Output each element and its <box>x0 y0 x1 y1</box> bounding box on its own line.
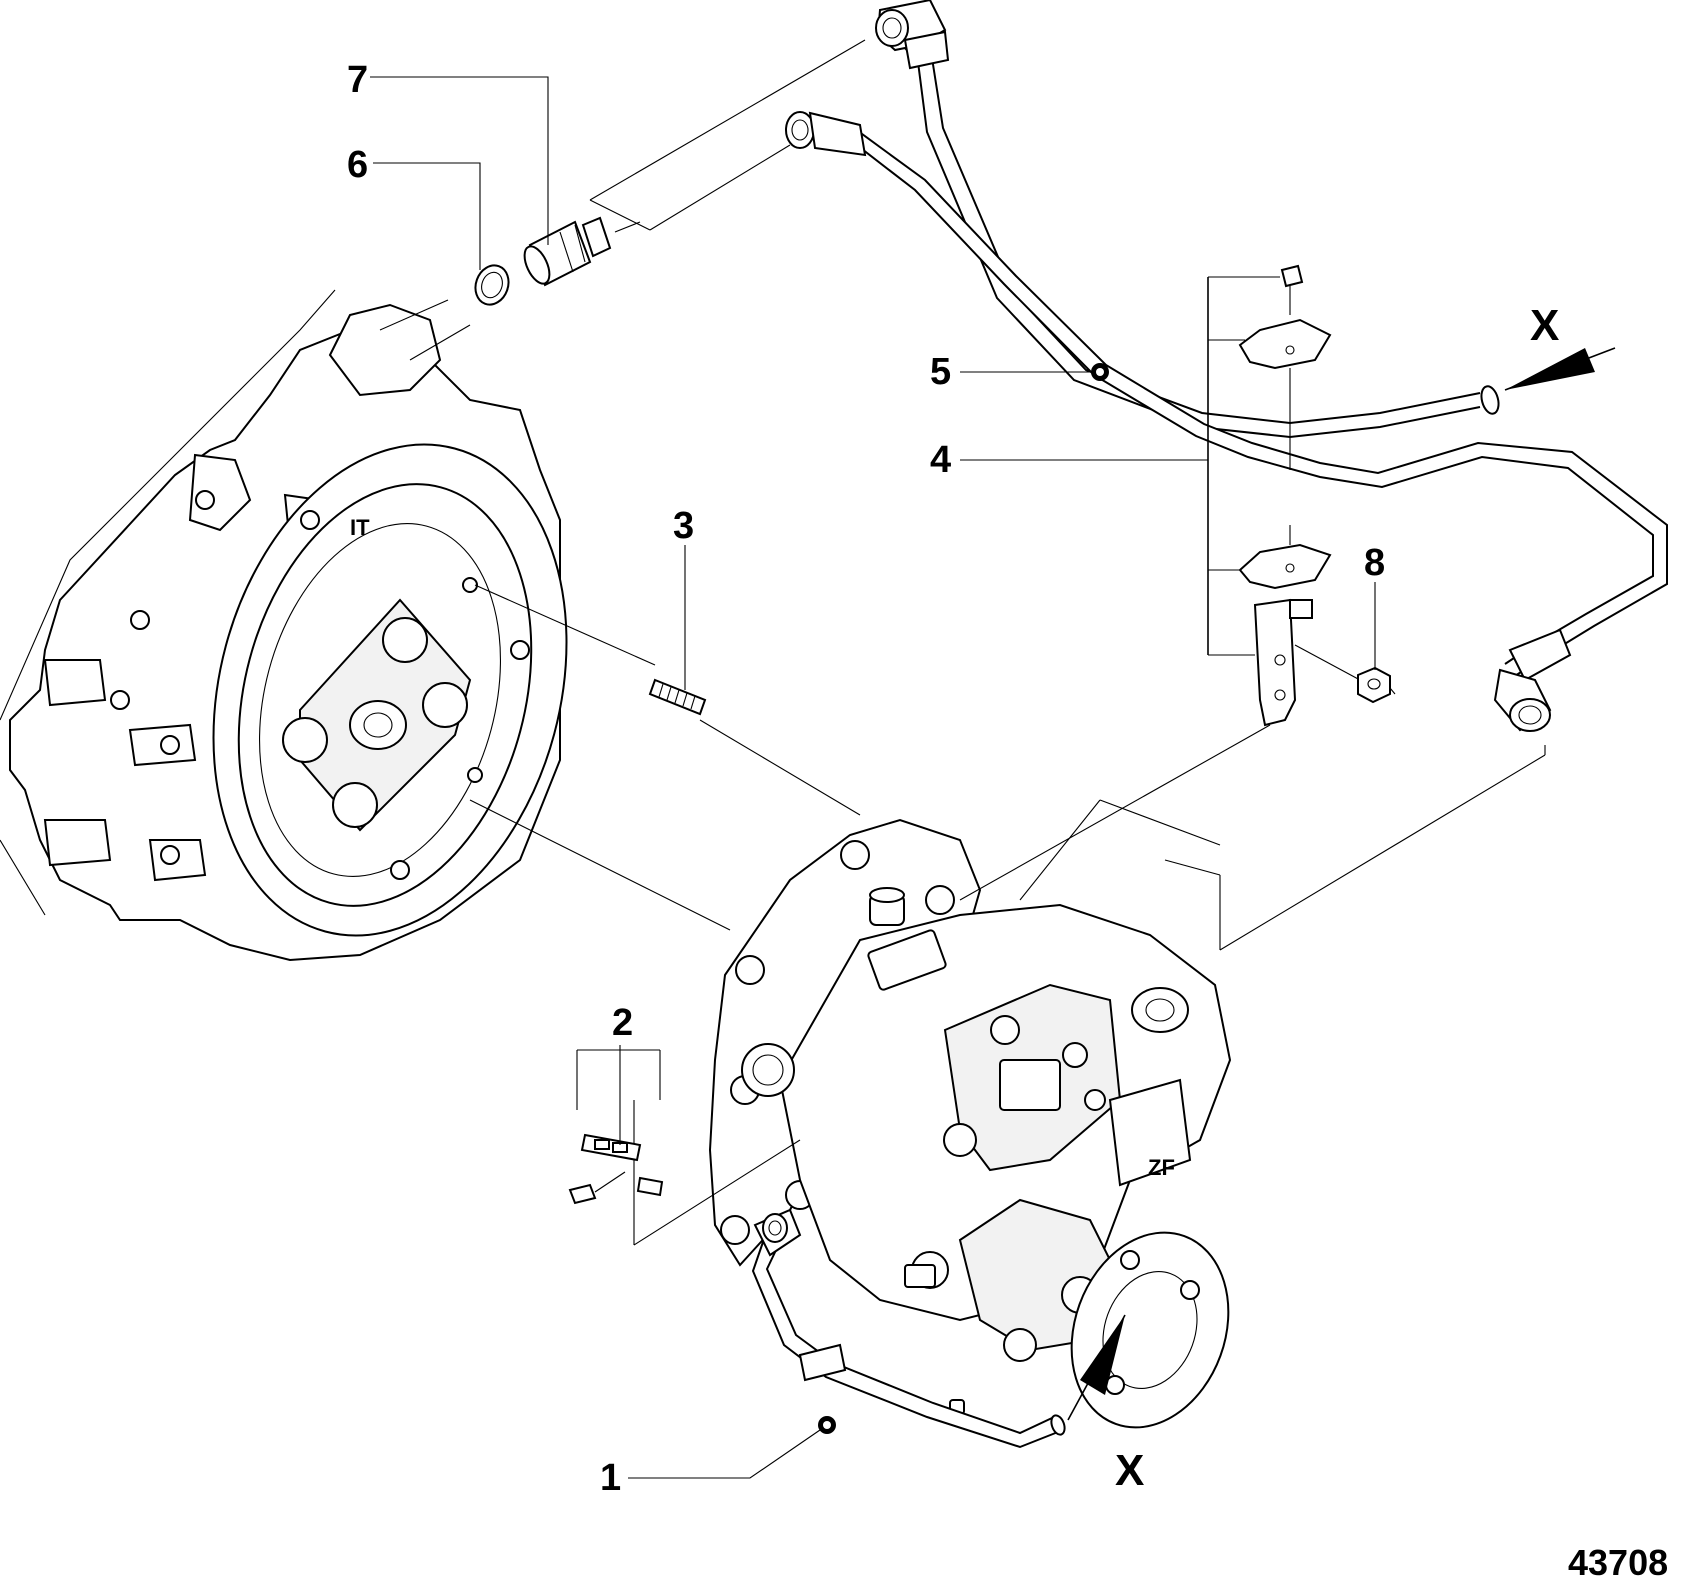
clamp-bracket-assembly <box>959 264 1361 901</box>
callout-6: 6 <box>347 144 368 186</box>
clip-assembly <box>568 1049 801 1246</box>
nut <box>1357 666 1396 704</box>
flywheel-housing: IT <box>0 289 568 962</box>
hose-bottom <box>751 1208 1066 1449</box>
adapter-fitting <box>523 39 866 287</box>
callout-1: 1 <box>600 1457 621 1499</box>
section-x-label-lower: X <box>1115 1446 1144 1495</box>
callout-4: 4 <box>930 439 951 481</box>
callout-7: 7 <box>347 59 368 101</box>
transmission: ZF <box>708 818 1232 1429</box>
hose-upper <box>875 0 1500 439</box>
section-x-arrow-upper: X <box>1504 301 1616 391</box>
callout-8: 8 <box>1364 542 1385 584</box>
hose-lower <box>785 111 1668 951</box>
stud <box>648 678 707 716</box>
figure-number: 43708 <box>1568 1542 1668 1583</box>
section-x-arrow-lower: X <box>1067 1314 1144 1495</box>
callout-labels: 1 2 3 4 5 6 7 8 <box>347 59 1385 1499</box>
callout-3: 3 <box>673 505 694 547</box>
callout-5: 5 <box>930 351 951 393</box>
callout-leaders <box>370 76 1376 1479</box>
callout-2: 2 <box>612 1002 633 1044</box>
svg-text:IT: IT <box>350 515 370 540</box>
section-x-label-upper: X <box>1530 301 1559 350</box>
o-ring <box>474 264 510 306</box>
svg-text:ZF: ZF <box>1148 1155 1175 1180</box>
